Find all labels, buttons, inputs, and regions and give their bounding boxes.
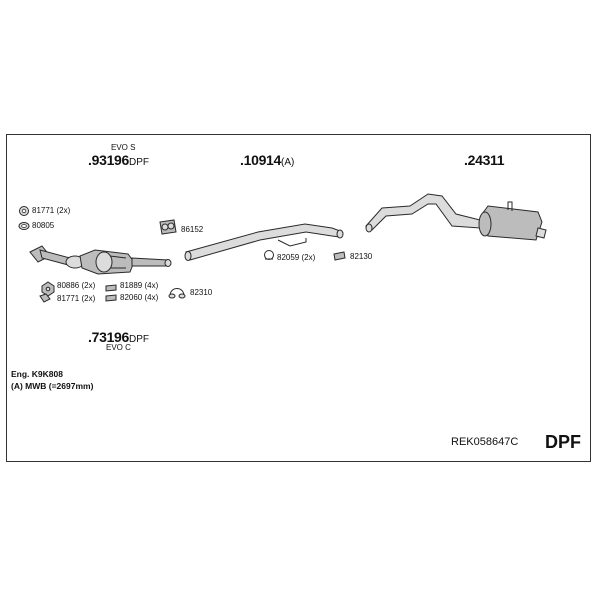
part-label: 86152 xyxy=(181,225,204,234)
part-label: 81889 (4x) xyxy=(120,281,159,290)
nut-icon xyxy=(39,281,55,303)
front-pipe-dpf-assembly xyxy=(29,245,172,275)
part-label: 80805 xyxy=(32,221,55,230)
part-label: 81771 (2x) xyxy=(32,206,71,215)
variant-label-bottom: EVO C xyxy=(106,343,131,352)
kit-reference: REK058647C xyxy=(451,436,519,448)
part-group-number: .93196DPF xyxy=(88,152,150,168)
dpf-badge: DPF xyxy=(545,432,581,452)
engine-note: Eng. K9K808 xyxy=(11,369,63,379)
part-group-number: .73196DPF xyxy=(88,329,150,345)
part-group-number: .10914(A) xyxy=(240,152,295,168)
part-label: 82059 (2x) xyxy=(277,253,316,262)
diagram-frame xyxy=(6,134,591,462)
bracket-icon xyxy=(159,219,177,235)
variant-label-top: EVO S xyxy=(111,143,136,152)
bolt-icon xyxy=(105,284,117,302)
part-label: 82310 xyxy=(190,288,213,297)
rear-silencer xyxy=(365,193,547,241)
part-label: 80886 (2x) xyxy=(57,281,96,290)
bolt-icon xyxy=(333,251,346,261)
part-label: 82130 xyxy=(350,252,373,261)
gasket-icon xyxy=(18,222,30,230)
part-label: 82060 (4x) xyxy=(120,293,159,302)
mounting-rubber-icon xyxy=(168,288,186,299)
clamp-icon xyxy=(264,250,274,260)
washer-icon xyxy=(19,206,29,216)
middle-pipe xyxy=(184,223,344,261)
part-group-number: .24311 xyxy=(464,152,505,168)
wheelbase-note: (A) MWB (=2697mm) xyxy=(11,381,94,391)
part-label: 81771 (2x) xyxy=(57,294,96,303)
